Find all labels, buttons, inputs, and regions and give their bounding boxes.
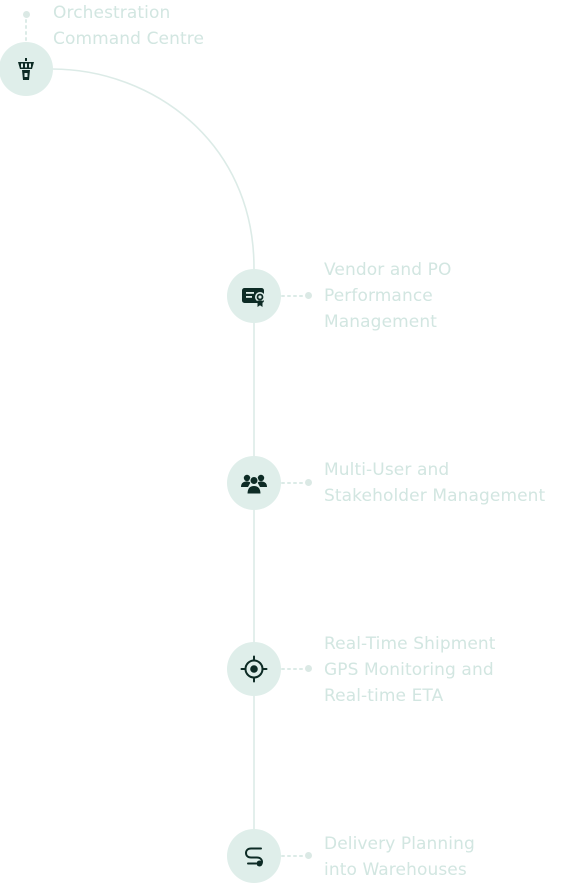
step-label-orchestration: Orchestration Command Centre [53,0,204,52]
step-node-delivery [227,829,281,883]
connector-dot [305,665,312,672]
step-node-vendor [227,269,281,323]
crosshair-icon [240,655,268,683]
step-label-line: Stakeholder Management [324,486,546,506]
step-label-delivery: Delivery Planning into Warehouses [324,831,475,883]
control-tower-icon [18,58,34,80]
step-node-multiuser [227,456,281,510]
step-label-vendor: Vendor and PO Performance Management [324,257,451,335]
step-label-line: into Warehouses [324,860,467,880]
step-label-line: Performance [324,286,433,306]
connector-dot [305,852,312,859]
step-node-orchestration [0,42,53,96]
connector-dot [23,11,30,18]
step-label-line: Vendor and PO [324,260,452,280]
connector-dot [305,292,312,299]
step-label-line: Command Centre [53,29,205,49]
step-label-line: Multi-User and [324,460,450,480]
connector-dot [305,479,312,486]
step-label-line: Real-time ETA [324,686,444,706]
step-label-line: Delivery Planning [324,834,475,854]
users-icon [241,474,267,495]
step-label-line: GPS Monitoring and [324,660,494,680]
step-label-multiuser: Multi-User and Stakeholder Management [324,457,545,509]
route-icon [244,847,264,867]
step-label-line: Orchestration [53,3,171,23]
certificate-icon [242,288,265,307]
step-label-line: Real-Time Shipment [324,634,496,654]
step-node-gps [227,642,281,696]
step-label-line: Management [324,312,437,332]
step-label-gps: Real-Time Shipment GPS Monitoring and Re… [324,631,496,709]
